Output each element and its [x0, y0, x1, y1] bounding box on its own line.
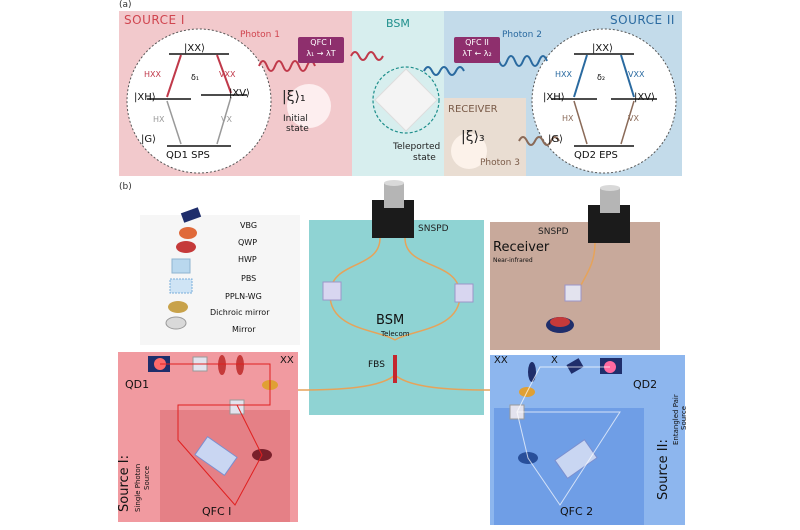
s1-level-xv: |XV⟩ — [229, 88, 250, 99]
receiver-title-a: RECEIVER — [448, 104, 498, 115]
photon2-label: Photon 2 — [502, 30, 542, 40]
legend-dichroic-mirror: Dichroic mirror — [210, 308, 270, 317]
source1-title-b: Source I: — [117, 455, 132, 512]
legend-optics — [165, 207, 202, 330]
s2-level-xv: |XV⟩ — [634, 92, 655, 103]
source2-title: SOURCE II — [610, 13, 675, 27]
legend-qwp: QWP — [238, 238, 258, 247]
qd1-label: QD1 — [125, 378, 150, 391]
s2-level-xx: |XX⟩ — [592, 43, 613, 54]
qfc2-label-b: QFC 2 — [560, 505, 594, 518]
teleported-caption-1: Teleported — [393, 142, 441, 152]
receiver-detector-label: SNSPD — [538, 227, 569, 237]
legend-mirror: Mirror — [232, 325, 256, 334]
s2-level-xh: |XH⟩ — [543, 92, 565, 103]
source1-subtitle-2: Source — [143, 465, 151, 490]
s1-delta: δ₁ — [191, 73, 200, 82]
qd2-label: QD2 — [633, 378, 658, 391]
initial-state-caption-2: state — [286, 124, 309, 134]
source2-x-label: X — [551, 355, 558, 366]
source2-subtitle-2: Source — [680, 405, 688, 430]
s1-vx: VX — [221, 115, 232, 124]
qd2-eps-label: QD2 EPS — [574, 150, 618, 161]
s1-hx: HX — [153, 115, 165, 124]
photon1-label: Photon 1 — [240, 30, 280, 40]
s1-level-xx: |XX⟩ — [184, 43, 205, 54]
legend-pbs: PBS — [241, 274, 257, 283]
source2-xx-label: XX — [494, 355, 508, 366]
s2-delta: δ₂ — [597, 73, 606, 82]
bsm-title-a: BSM — [386, 17, 410, 30]
qfc2-title: QFC II — [465, 38, 489, 47]
s1-hxx: HXX — [144, 70, 161, 79]
qfc1-label-b: QFC I — [202, 505, 232, 518]
teleported-caption-2: state — [413, 153, 436, 163]
qfc1-conversion: λ₁ → λT — [306, 49, 336, 58]
initial-state-ket: |ξ⟩₁ — [282, 89, 306, 105]
s2-hxx: HXX — [555, 70, 572, 79]
panel-b-label-text: (b) — [119, 182, 132, 192]
receiver-state-ket: |ξ⟩₃ — [461, 129, 485, 145]
qfc2-conversion: λT ← λ₂ — [462, 49, 492, 58]
qd1-sps-label: QD1 SPS — [166, 150, 210, 161]
source1-xx-label: XX — [280, 355, 294, 366]
panel-a-label: (a) — [119, 0, 132, 10]
bsm-subtitle: Telecom — [381, 330, 410, 338]
qfc1-title: QFC I — [310, 38, 332, 47]
s1-level-xh: |XH⟩ — [134, 92, 156, 103]
qfc1-box: QFC I λ₁ → λT — [298, 37, 344, 63]
s2-hx: HX — [562, 114, 574, 123]
s1-vxx: VXX — [219, 70, 236, 79]
s2-vx: VX — [628, 114, 639, 123]
s2-vxx: VXX — [628, 70, 645, 79]
receiver-subtitle: Near-infrared — [493, 257, 533, 264]
s2-level-g: |G⟩ — [548, 134, 564, 145]
bsm-title-b: BSM — [376, 313, 405, 328]
legend-vbg: VBG — [240, 221, 258, 230]
legend-hwp: HWP — [238, 255, 257, 264]
bsm-detector-label: SNSPD — [418, 224, 449, 234]
source1-title: SOURCE I — [124, 13, 185, 27]
qfc2-box: QFC II λT ← λ₂ — [454, 37, 500, 63]
s1-level-g: |G⟩ — [141, 134, 157, 145]
initial-state-caption-1: Initial — [283, 114, 308, 124]
receiver-title-b: Receiver — [493, 240, 550, 255]
source1-subtitle-1: Single Photon — [134, 463, 142, 512]
source2-title-b: Source II: — [656, 439, 671, 500]
source2-subtitle-1: Entangled Pair — [672, 394, 680, 445]
fbs-label: FBS — [368, 360, 385, 370]
photon3-label: Photon 3 — [480, 158, 520, 168]
panel-a-graphics — [126, 28, 677, 174]
legend-ppln-wg: PPLN-WG — [225, 292, 262, 301]
